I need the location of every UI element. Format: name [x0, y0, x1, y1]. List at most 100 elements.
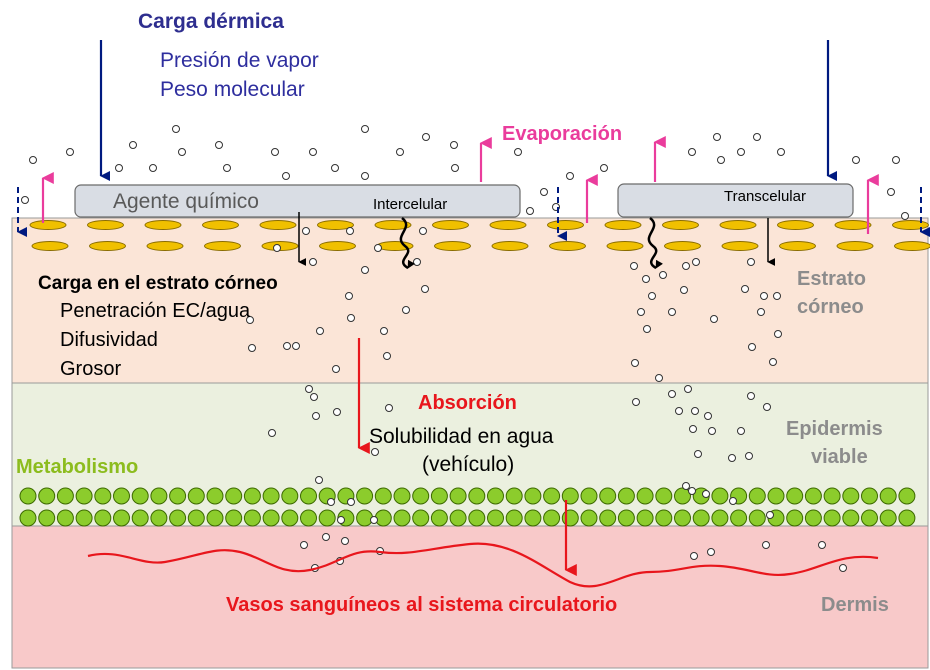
viable-cell	[617, 509, 635, 527]
viable-cell	[823, 487, 841, 505]
chemical-particle	[66, 148, 74, 156]
corneocyte-oval	[146, 241, 184, 251]
corneocyte-oval	[319, 241, 356, 251]
metabolism-label: Metabolismo	[16, 456, 139, 478]
chemical-particle	[682, 482, 690, 490]
corneocyte-oval	[549, 241, 586, 251]
viable-cell	[113, 487, 130, 505]
evaporation-arrows	[41, 136, 879, 234]
corneocyte-oval	[434, 241, 471, 251]
chemical-particle	[526, 207, 534, 215]
chemical-particle	[374, 244, 382, 252]
chemical-particle	[737, 427, 745, 435]
chemical-particle	[396, 148, 404, 156]
viable-cell	[748, 509, 766, 527]
chemical-particle	[710, 315, 718, 323]
chemical-particle	[747, 392, 755, 400]
chemical-particle	[309, 258, 317, 266]
chemical-particle	[753, 133, 761, 141]
viable-cell	[449, 509, 467, 527]
chemical-particle	[347, 498, 355, 506]
viable-cell	[505, 509, 523, 527]
corneocyte-oval	[374, 220, 412, 230]
viable-cell	[225, 509, 243, 527]
chemical-particle	[631, 359, 639, 367]
viable-cell	[243, 487, 261, 505]
chemical-particle	[29, 156, 37, 164]
viable-cell	[823, 509, 841, 527]
chemical-particle	[419, 227, 427, 235]
viable-cell	[113, 509, 130, 527]
viable-cell	[898, 509, 916, 527]
chemical-particle	[246, 316, 254, 324]
corneocyte-oval	[892, 220, 929, 230]
chemical-particle	[380, 327, 388, 335]
chemical-particle	[643, 325, 651, 333]
chemical-particle	[422, 133, 430, 141]
viable-cell	[711, 509, 729, 527]
viable-cell	[94, 509, 112, 527]
viable-cell	[767, 487, 785, 505]
chemical-particle	[777, 148, 785, 156]
chemical-particle	[692, 258, 700, 266]
chemical-particle	[129, 141, 137, 149]
viable-cell	[524, 509, 542, 527]
chemical-particle	[737, 148, 745, 156]
chemical-particle	[21, 196, 29, 204]
viable-cell	[75, 509, 93, 527]
stratum-corneum-label-1: Estrato	[797, 268, 866, 290]
viable-cell	[599, 487, 617, 505]
chemical-particle	[691, 407, 699, 415]
chemical-particle	[717, 156, 725, 164]
viable-cell	[804, 509, 822, 527]
chemical-particle	[773, 292, 781, 300]
chemical-particle	[361, 125, 369, 133]
dermal-load-title: Carga dérmica	[138, 10, 284, 33]
viable-cell	[468, 509, 486, 527]
chemical-particle	[370, 516, 378, 524]
chemical-particle	[694, 450, 702, 458]
chemical-particle	[248, 344, 256, 352]
intercellular-path-arrows	[298, 212, 776, 270]
viable-cell	[19, 509, 37, 527]
chemical-particle	[689, 425, 697, 433]
corneocyte-oval	[547, 220, 584, 230]
chemical-particle	[292, 342, 300, 350]
viable-cell	[131, 487, 149, 505]
viable-cell	[318, 509, 336, 527]
chemical-particle	[282, 172, 290, 180]
viable-cell	[879, 509, 897, 527]
corneocyte-oval	[721, 241, 759, 251]
viable-cell	[56, 487, 74, 505]
corneocyte-ovals	[29, 220, 930, 251]
corneocyte-oval	[29, 220, 67, 230]
chemical-particle	[283, 342, 291, 350]
chemical-particle	[704, 412, 712, 420]
viable-cell	[393, 487, 411, 505]
viable-cell	[169, 487, 187, 505]
corneocyte-oval	[89, 241, 126, 251]
chemical-particle	[632, 398, 640, 406]
chemical-particle	[371, 448, 379, 456]
viable-cell	[861, 509, 878, 527]
viable-cell	[281, 487, 299, 505]
chemical-particle	[690, 552, 698, 560]
viable-cell	[655, 509, 673, 527]
viable-cell	[730, 509, 748, 527]
chemical-particle	[115, 164, 123, 172]
chemical-particle	[757, 308, 765, 316]
chemical-particle	[675, 407, 683, 415]
chemical-particle	[421, 285, 429, 293]
viable-cell	[94, 487, 112, 505]
stratum-load-item-0: Penetración EC/agua	[60, 300, 251, 322]
viable-cell	[281, 509, 299, 527]
corneocyte-oval	[719, 220, 757, 230]
chemical-particle	[852, 156, 860, 164]
chemical-particle	[331, 164, 339, 172]
corneocyte-oval	[144, 220, 182, 230]
chemical-particle	[688, 487, 696, 495]
corneocyte-oval	[606, 241, 644, 251]
intercellular-label: Intercelular	[373, 196, 448, 213]
chemical-particle	[901, 212, 909, 220]
viable-cell	[262, 509, 280, 527]
